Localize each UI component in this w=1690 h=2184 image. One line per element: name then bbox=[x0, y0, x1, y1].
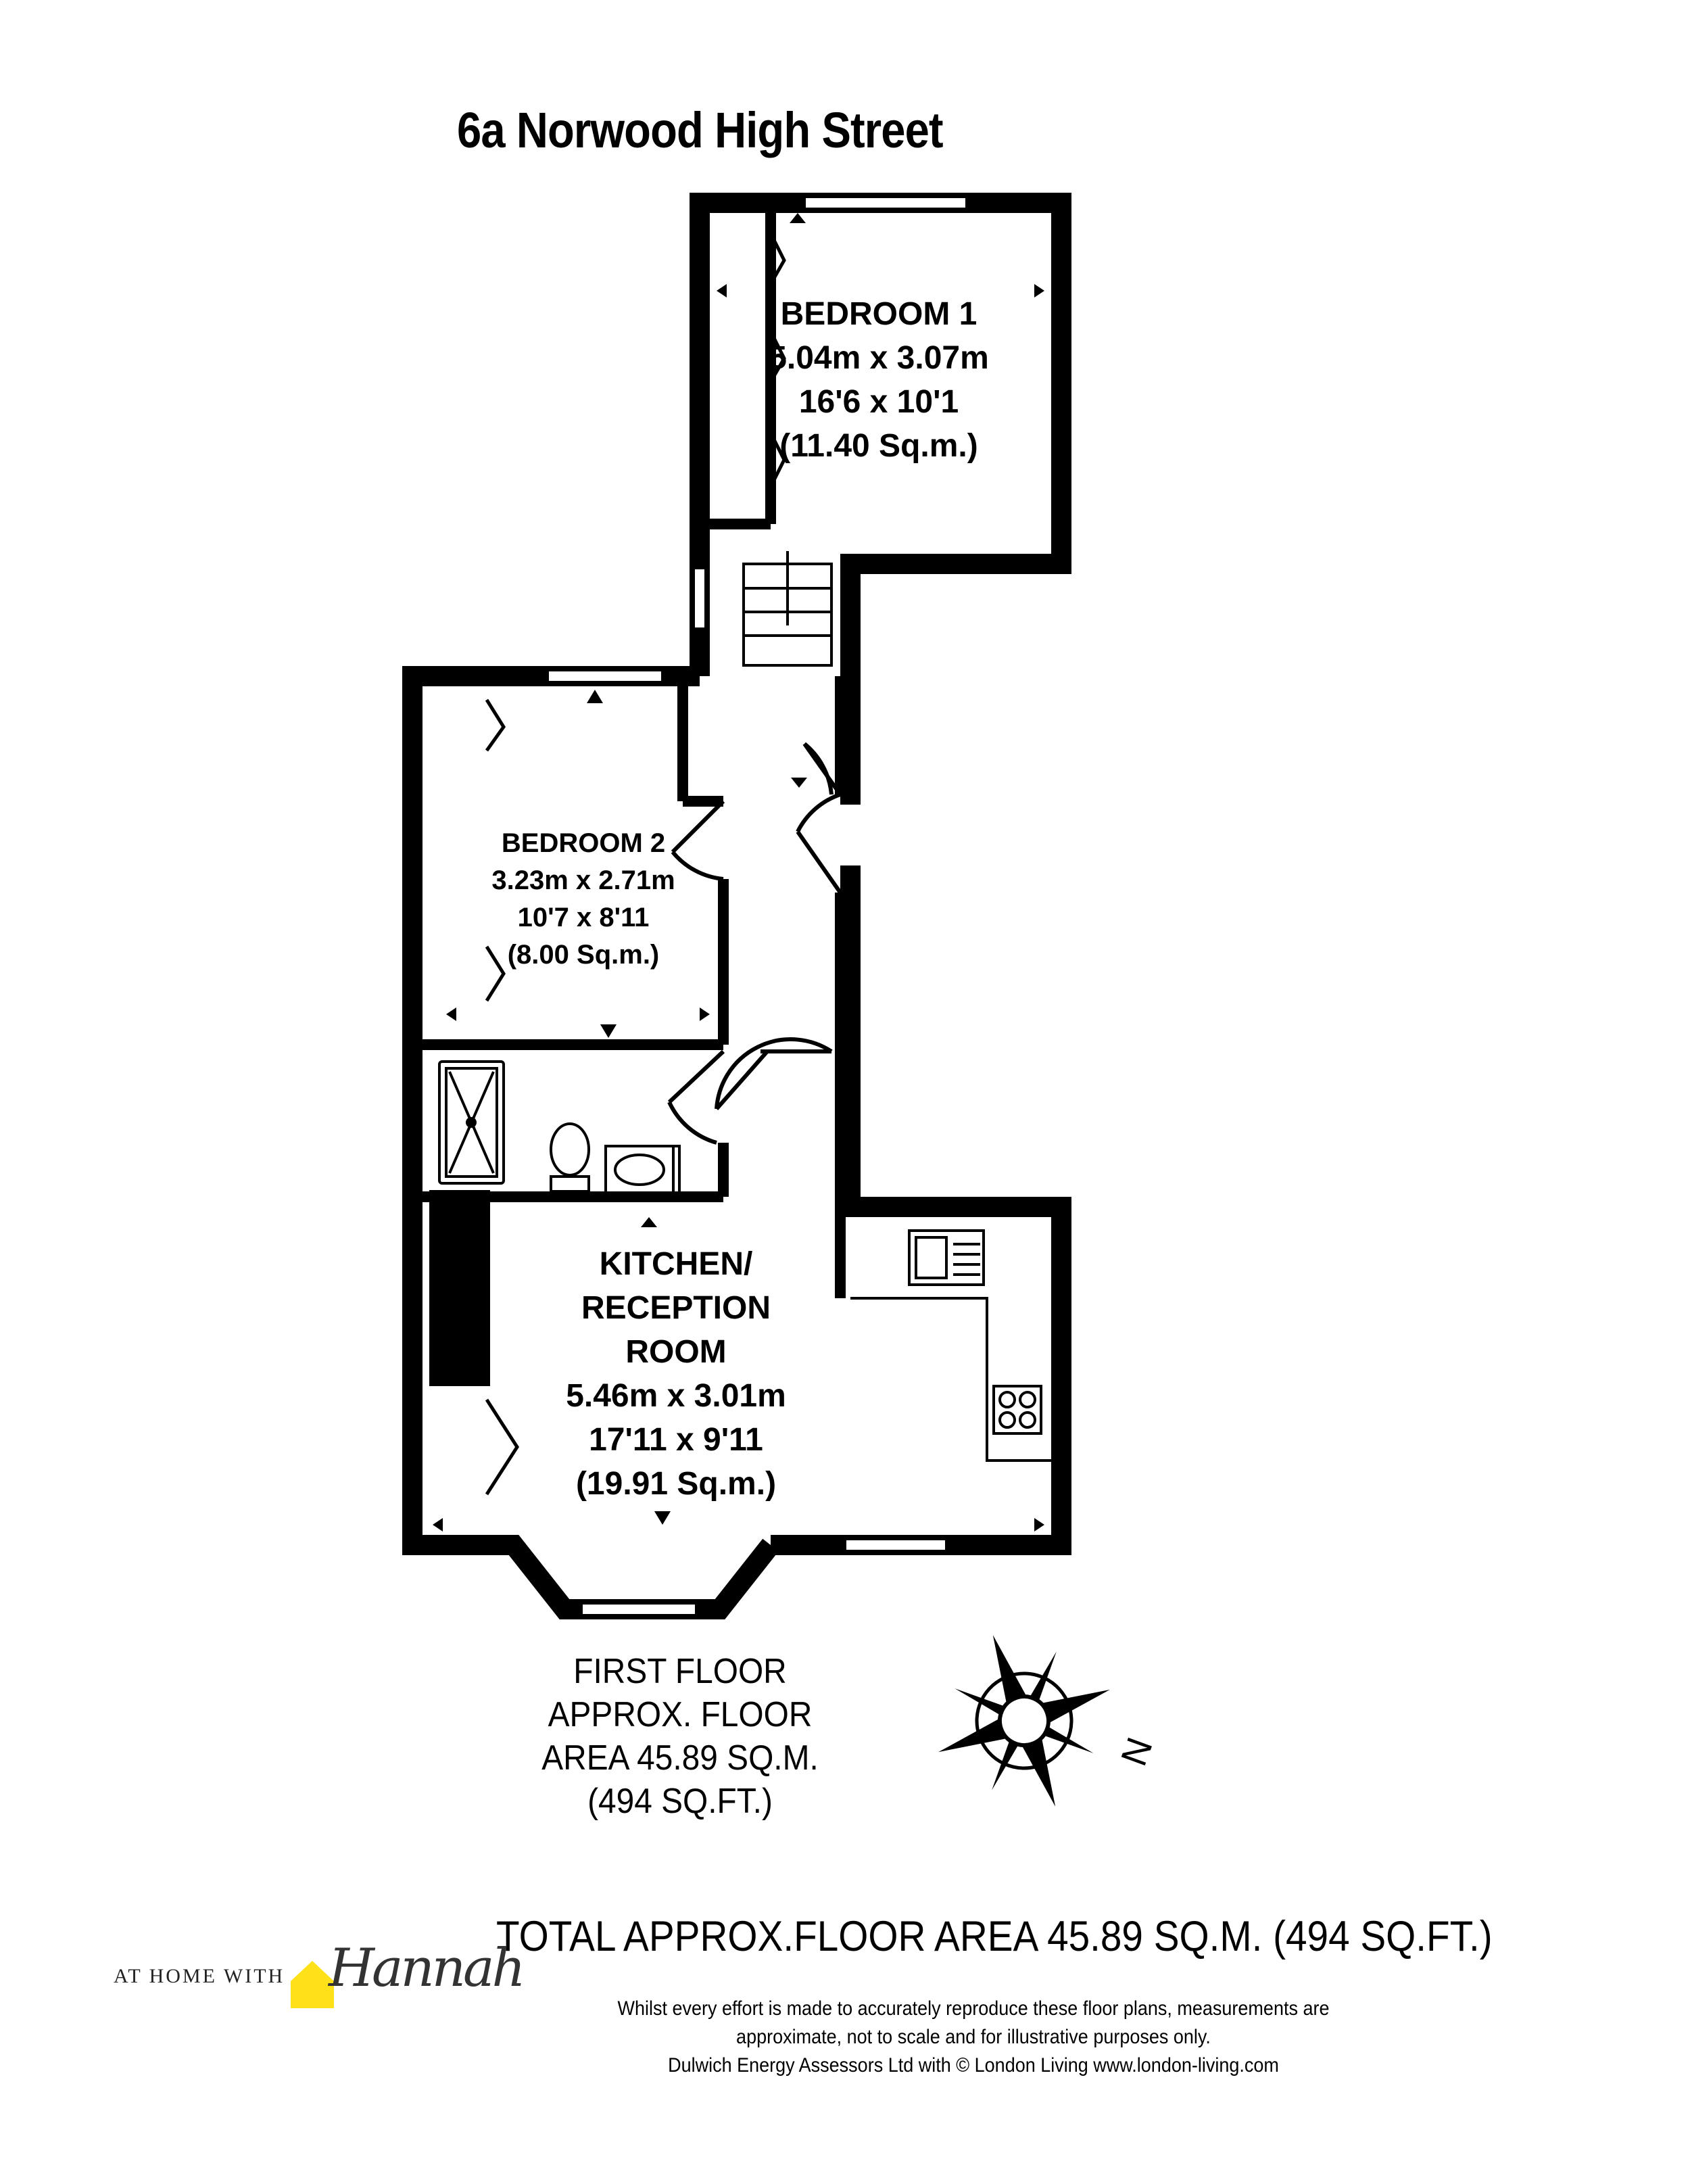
disclaimer-line2: approximate, not to scale and for illust… bbox=[736, 2026, 1211, 2048]
brand-logo-house-icon bbox=[291, 1961, 334, 2008]
floor-area-summary: FIRST FLOOR APPROX. FLOOR AREA 45.89 SQ.… bbox=[462, 1650, 898, 1823]
compass-north-label: N bbox=[1113, 1732, 1161, 1771]
svg-text:(19.91 Sq.m.): (19.91 Sq.m.) bbox=[576, 1466, 776, 1502]
door-swings bbox=[667, 742, 842, 1145]
svg-text:(8.00 Sq.m.): (8.00 Sq.m.) bbox=[508, 940, 660, 970]
disclaimer: Whilst every effort is made to accuratel… bbox=[566, 1995, 1381, 2080]
disclaimer-line1: Whilst every effort is made to accuratel… bbox=[617, 1997, 1330, 2020]
brand-prefix: AT HOME WITH bbox=[114, 1965, 285, 1987]
staircase bbox=[742, 551, 833, 667]
room-kitchen-label: KITCHEN/ RECEPTION ROOM 5.46m x 3.01m 17… bbox=[566, 1246, 786, 1502]
chimney-breast bbox=[429, 1190, 490, 1386]
svg-text:RECEPTION: RECEPTION bbox=[581, 1290, 771, 1326]
room-bedroom1-label: BEDROOM 1 5.04m x 3.07m 16'6 x 10'1 (11.… bbox=[769, 296, 989, 464]
room-bedroom2-label: BEDROOM 2 3.23m x 2.71m 10'7 x 8'11 (8.0… bbox=[491, 828, 675, 970]
svg-text:16'6 x 10'1: 16'6 x 10'1 bbox=[799, 384, 959, 420]
internal-walls bbox=[422, 213, 846, 1298]
svg-text:5.46m x 3.01m: 5.46m x 3.01m bbox=[566, 1378, 786, 1414]
svg-text:17'11 x 9'11: 17'11 x 9'11 bbox=[589, 1422, 763, 1458]
svg-text:5.04m x 3.07m: 5.04m x 3.07m bbox=[769, 340, 989, 376]
wardrobe-doors bbox=[485, 232, 786, 1496]
svg-text:10'7 x 8'11: 10'7 x 8'11 bbox=[518, 903, 650, 932]
kitchen-fittings bbox=[850, 1229, 1051, 1462]
svg-text:ROOM: ROOM bbox=[625, 1334, 726, 1370]
floor-summary-line4: (494 SQ.FT.) bbox=[587, 1782, 773, 1821]
windows bbox=[546, 195, 968, 1617]
brand-script: Hannah bbox=[329, 1938, 526, 1999]
height-markers bbox=[433, 213, 1044, 1532]
floor-summary-line1: FIRST FLOOR bbox=[573, 1652, 787, 1691]
svg-text:(11.40 Sq.m.): (11.40 Sq.m.) bbox=[779, 428, 977, 464]
property-title: 6a Norwood High Street bbox=[457, 102, 944, 158]
svg-text:BEDROOM 1: BEDROOM 1 bbox=[781, 296, 977, 332]
svg-text:3.23m x 2.71m: 3.23m x 2.71m bbox=[491, 865, 675, 895]
floor-summary-line3: AREA 45.89 SQ.M. bbox=[541, 1738, 819, 1778]
bathroom-fittings bbox=[438, 1060, 681, 1195]
compass-rose-icon bbox=[938, 1635, 1110, 1807]
brand-logo: AT HOME WITH Hannah bbox=[114, 1935, 526, 2016]
outer-walls bbox=[402, 193, 1071, 1619]
total-floor-area: TOTAL APPROX.FLOOR AREA 45.89 SQ.M. (494… bbox=[496, 1913, 1493, 1960]
disclaimer-line3: Dulwich Energy Assessors Ltd with © Lond… bbox=[668, 2054, 1279, 2076]
svg-text:KITCHEN/: KITCHEN/ bbox=[600, 1246, 753, 1282]
floor-summary-line2: APPROX. FLOOR bbox=[548, 1695, 813, 1734]
svg-text:BEDROOM 2: BEDROOM 2 bbox=[502, 828, 665, 858]
